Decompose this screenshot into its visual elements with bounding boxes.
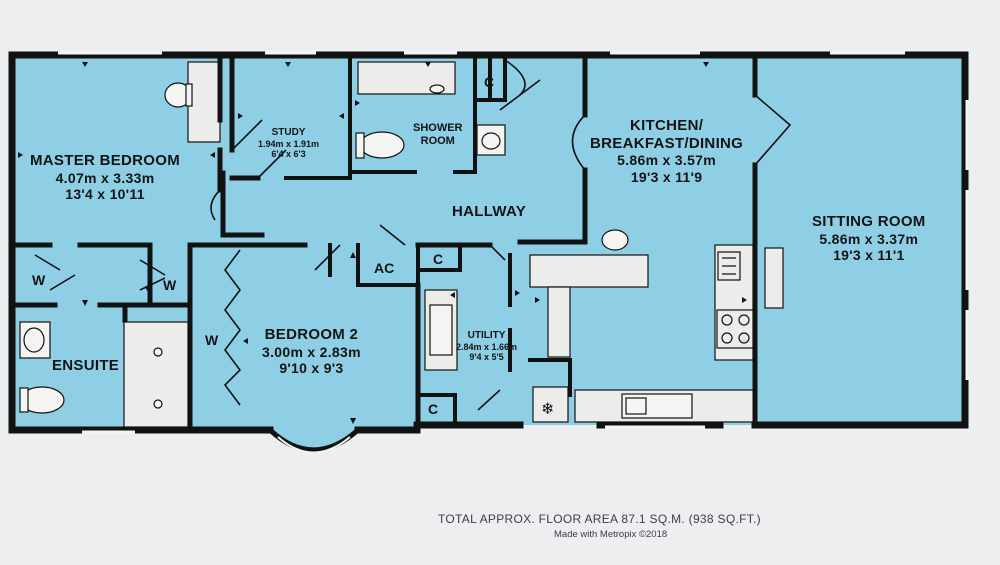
room-name: SITTING ROOM	[812, 213, 926, 230]
room-metric: 3.00m x 2.83m	[262, 343, 361, 360]
room-name-line2: BREAKFAST/DINING	[590, 134, 744, 152]
room-metric: 2.84m x 1.66m	[456, 341, 518, 352]
counter-left	[547, 286, 571, 358]
bedroom2-label: BEDROOM 2 3.00m x 2.83m 9'10 x 9'3	[262, 326, 361, 377]
shower-room-label: SHOWER ROOM	[413, 122, 463, 148]
room-metric: 1.94m x 1.91m	[258, 138, 320, 149]
toilet-shower	[359, 131, 405, 159]
breakfast-bar	[529, 254, 649, 288]
door-markers	[18, 62, 747, 424]
wardrobe-w-mid: W	[163, 277, 177, 293]
room-name: STUDY	[271, 127, 306, 138]
room-name-line1: KITCHEN/	[629, 117, 704, 134]
room-name: MASTER BEDROOM	[30, 152, 181, 169]
shower-drain	[429, 84, 445, 94]
snowflake-icon: ❄	[541, 399, 554, 418]
fixtures	[123, 61, 784, 428]
room-name: HALLWAY	[452, 203, 527, 220]
hallway-label: HALLWAY	[452, 203, 526, 221]
fridge	[532, 386, 569, 423]
sitting-room-label: SITTING ROOM 5.86m x 3.37m 19'3 x 11'1	[812, 213, 926, 264]
credit-text: Made with Metropix ©2018	[554, 529, 668, 540]
wardrobe-w-bed2: W	[205, 332, 219, 348]
floor-area-text: TOTAL APPROX. FLOOR AREA 87.1 SQ.M. (938…	[438, 512, 761, 526]
doors	[34, 59, 792, 411]
room-imperial: 13'4 x 10'11	[65, 186, 145, 203]
utility-sink	[429, 304, 453, 356]
kitchen-label: KITCHEN/ BREAKFAST/DINING 5.86m x 3.57m …	[590, 117, 743, 185]
room-metric: 4.07m x 3.33m	[55, 169, 155, 186]
outer-wall	[8, 51, 969, 434]
room-imperial: 19'3 x 11'9	[630, 168, 703, 185]
shower-tray	[123, 321, 189, 428]
room-metric: 5.86m x 3.57m	[617, 152, 716, 169]
cupboard-c-top: C	[484, 74, 495, 90]
cupboard-c-bottom: C	[428, 401, 439, 417]
ensuite-label: ENSUITE	[52, 357, 119, 375]
room-name-line1: SHOWER	[413, 122, 463, 134]
wardrobe-master	[187, 61, 221, 143]
room-name: UTILITY	[467, 330, 506, 341]
room-metric: 5.86m x 3.37m	[819, 230, 919, 247]
room-name-line2: ROOM	[420, 134, 455, 147]
study-label: STUDY 1.94m x 1.91m 6'4 x 6'3	[258, 127, 319, 160]
master-bedroom-label: MASTER BEDROOM 4.07m x 3.33m 13'4 x 10'1…	[30, 152, 180, 203]
room-name: ENSUITE	[52, 357, 120, 374]
windows	[58, 51, 969, 434]
room-name: BEDROOM 2	[264, 326, 359, 343]
room-imperial: 6'4 x 6'3	[271, 149, 306, 160]
sanitary	[19, 82, 693, 419]
dining-chair	[601, 229, 629, 251]
utility-label: UTILITY 2.84m x 1.66m 9'4 x 5'5	[456, 330, 517, 363]
walls	[8, 51, 969, 434]
wardrobe-w-left: W	[32, 272, 46, 288]
room-imperial: 19'3 x 11'1	[833, 247, 905, 264]
cupboard-c-mid: C	[433, 251, 444, 267]
room-imperial: 9'4 x 5'5	[469, 352, 504, 363]
room-imperial: 9'10 x 9'3	[279, 360, 344, 377]
fireplace	[764, 247, 784, 309]
airing-cupboard: AC	[374, 260, 395, 276]
hob	[716, 251, 754, 349]
